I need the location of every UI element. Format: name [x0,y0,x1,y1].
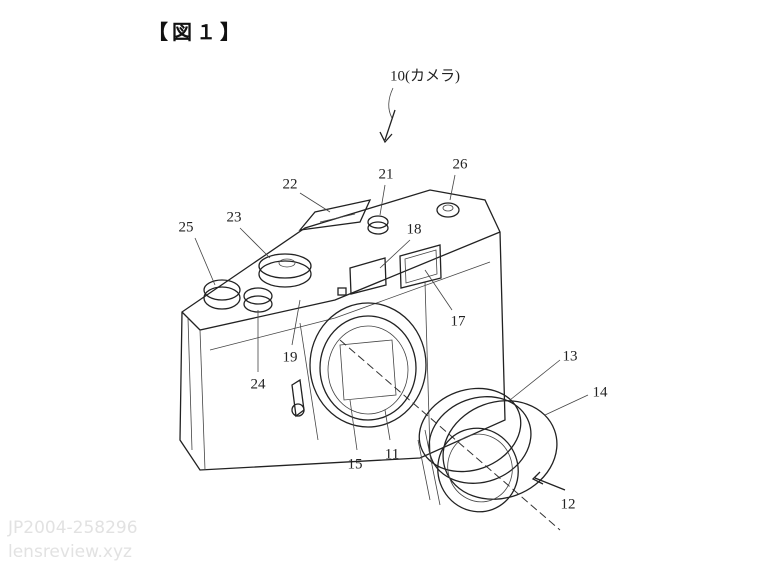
ref-25: 25 [178,219,194,236]
optical-axis [339,339,561,531]
ref-15: 15 [347,456,363,473]
leader-lines [194,87,589,491]
dials [203,202,460,313]
ref-12: 12 [560,496,576,513]
camera-body [179,189,506,471]
ref-17: 17 [450,313,466,330]
ref-13: 13 [562,348,578,365]
ref-11: 11 [384,446,400,463]
watermark-patent-number: JP2004-258296 [8,518,138,538]
camera-label: 10(カメラ) [390,68,460,85]
ref-18: 18 [406,221,422,238]
watermark-site: lensreview.xyz [8,542,132,562]
ref-22: 22 [282,176,298,193]
ref-19: 19 [282,349,298,366]
lens-mount [309,302,427,428]
ref-24: 24 [250,376,266,393]
ref-14: 14 [592,384,608,401]
ref-23: 23 [226,209,242,226]
ref-26: 26 [452,156,468,173]
figure-title: 【図１】 [148,20,244,44]
viewfinder-windows [291,244,442,418]
ref-21: 21 [378,166,394,183]
interchangeable-lens [417,387,558,513]
